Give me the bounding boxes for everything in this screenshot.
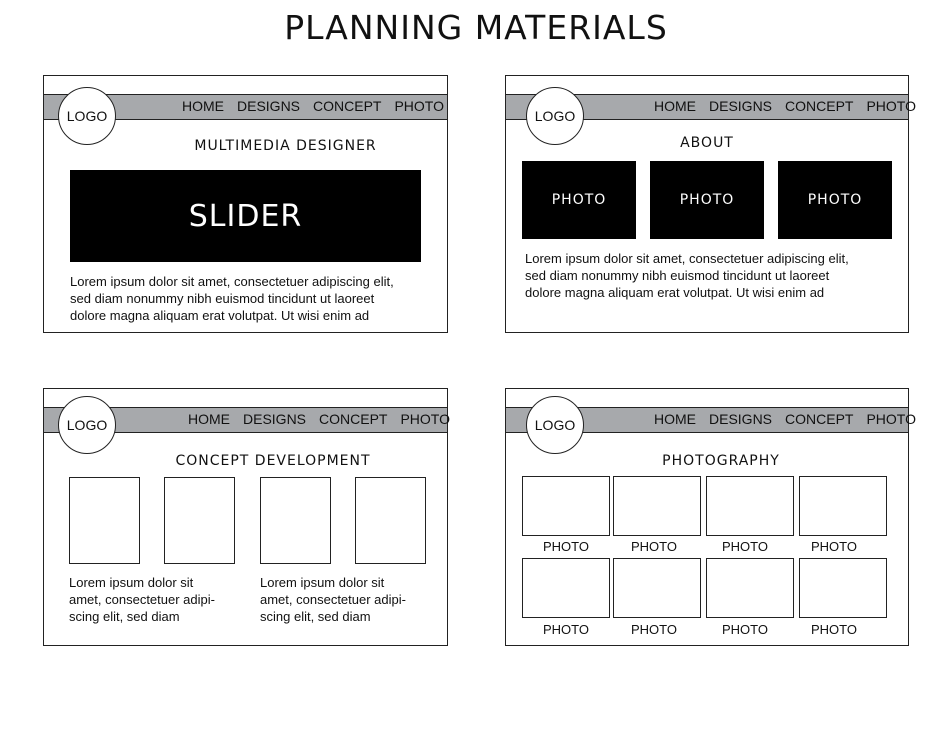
body-text: Lorem ipsum dolor sit amet, consectetuer… — [525, 251, 849, 300]
photo-frame[interactable] — [799, 476, 887, 536]
nav-item-home[interactable]: HOME — [182, 98, 224, 114]
photo-frame[interactable] — [706, 558, 794, 618]
photo-frame[interactable] — [613, 476, 701, 536]
slider[interactable]: SLIDER — [70, 170, 421, 262]
body-text-left: Lorem ipsum dolor sit amet, consectetuer… — [69, 575, 215, 624]
concept-frame[interactable] — [260, 477, 331, 564]
logo[interactable]: LOGO — [526, 87, 584, 145]
nav-item-photo[interactable]: PHOTO — [866, 98, 916, 114]
photo-box[interactable]: PHOTO — [522, 161, 636, 239]
concept-frame[interactable] — [69, 477, 140, 564]
nav-menu: HOME DESIGNS CONCEPT PHOTO — [182, 98, 444, 114]
nav-item-home[interactable]: HOME — [654, 98, 696, 114]
nav-menu: HOME DESIGNS CONCEPT PHOTO — [654, 411, 916, 427]
wireframe-about: HOME DESIGNS CONCEPT PHOTO LOGO ABOUT PH… — [505, 75, 916, 333]
photo-caption: PHOTO — [811, 539, 857, 554]
concept-frame[interactable] — [164, 477, 235, 564]
nav-item-designs[interactable]: DESIGNS — [709, 411, 773, 427]
photo-box[interactable]: PHOTO — [650, 161, 764, 239]
nav-item-photo[interactable]: PHOTO — [866, 411, 916, 427]
logo[interactable]: LOGO — [526, 396, 584, 454]
nav-item-concept[interactable]: CONCEPT — [785, 98, 854, 114]
photo-frame[interactable] — [522, 558, 610, 618]
photo-frame[interactable] — [799, 558, 887, 618]
photo-caption: PHOTO — [722, 539, 768, 554]
photo-frame[interactable] — [706, 476, 794, 536]
section-heading: ABOUT — [680, 135, 734, 151]
nav-item-designs[interactable]: DESIGNS — [243, 411, 307, 427]
photo-caption: PHOTO — [811, 622, 857, 637]
nav-item-photo[interactable]: PHOTO — [394, 98, 444, 114]
photo-caption: PHOTO — [631, 539, 677, 554]
nav-item-concept[interactable]: CONCEPT — [319, 411, 388, 427]
nav-item-home[interactable]: HOME — [188, 411, 230, 427]
section-heading: PHOTOGRAPHY — [662, 453, 780, 469]
nav-menu: HOME DESIGNS CONCEPT PHOTO — [654, 98, 916, 114]
section-heading: MULTIMEDIA DESIGNER — [194, 138, 377, 154]
page-title: PLANNING MATERIALS — [284, 8, 668, 47]
nav-menu: HOME DESIGNS CONCEPT PHOTO — [188, 411, 450, 427]
body-text: Lorem ipsum dolor sit amet, consectetuer… — [70, 274, 394, 323]
photo-box[interactable]: PHOTO — [778, 161, 892, 239]
nav-item-concept[interactable]: CONCEPT — [313, 98, 382, 114]
logo[interactable]: LOGO — [58, 87, 116, 145]
concept-frame[interactable] — [355, 477, 426, 564]
slider-label: SLIDER — [188, 198, 303, 234]
photo-caption: PHOTO — [543, 622, 589, 637]
photo-frame[interactable] — [613, 558, 701, 618]
wireframe-photography: HOME DESIGNS CONCEPT PHOTO LOGO PHOTOGRA… — [505, 388, 916, 646]
logo[interactable]: LOGO — [58, 396, 116, 454]
photo-caption: PHOTO — [543, 539, 589, 554]
section-heading: CONCEPT DEVELOPMENT — [175, 453, 371, 469]
nav-item-designs[interactable]: DESIGNS — [237, 98, 301, 114]
nav-item-designs[interactable]: DESIGNS — [709, 98, 773, 114]
nav-item-concept[interactable]: CONCEPT — [785, 411, 854, 427]
photo-frame[interactable] — [522, 476, 610, 536]
photo-caption: PHOTO — [722, 622, 768, 637]
wireframe-home: HOME DESIGNS CONCEPT PHOTO LOGO MULTIMED… — [43, 75, 448, 333]
nav-item-home[interactable]: HOME — [654, 411, 696, 427]
photo-caption: PHOTO — [631, 622, 677, 637]
body-text-right: Lorem ipsum dolor sit amet, consectetuer… — [260, 575, 406, 624]
nav-item-photo[interactable]: PHOTO — [400, 411, 450, 427]
wireframe-concept: HOME DESIGNS CONCEPT PHOTO LOGO CONCEPT … — [43, 388, 450, 646]
